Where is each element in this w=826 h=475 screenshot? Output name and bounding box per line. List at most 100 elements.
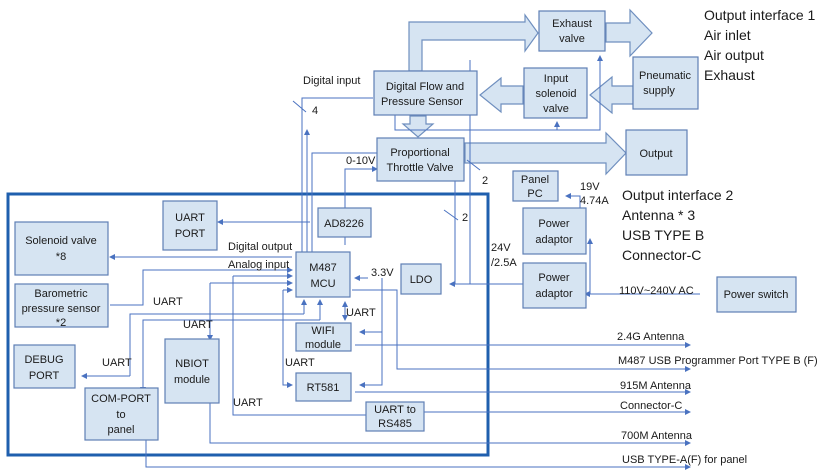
- block-input-solenoid-valve: Input solenoid valve: [523, 67, 588, 119]
- svg-text:Air inlet: Air inlet: [704, 27, 751, 43]
- pipe-solenoid-to-sensor: [479, 76, 524, 114]
- svg-text:Air output: Air output: [704, 47, 764, 63]
- svg-text:MCU: MCU: [310, 278, 335, 290]
- port-700m-antenna: 700M Antenna: [621, 430, 693, 442]
- svg-text:*8: *8: [56, 251, 66, 263]
- label-uart-nbiot: UART: [183, 319, 213, 331]
- svg-text:COM-PORT: COM-PORT: [91, 393, 151, 405]
- svg-text:UART to: UART to: [374, 404, 416, 416]
- svg-text:Pressure Sensor: Pressure Sensor: [381, 96, 463, 108]
- block-ldo: LDO: [400, 263, 442, 295]
- port-connector-c: Connector-C: [620, 400, 682, 412]
- block-com-port: COM-PORT to panel: [84, 387, 159, 441]
- svg-text:PC: PC: [527, 188, 542, 200]
- svg-text:adaptor: adaptor: [535, 288, 573, 300]
- svg-text:PORT: PORT: [175, 228, 206, 240]
- block-debug-port: DEBUG PORT: [13, 344, 76, 389]
- svg-text:Exhaust: Exhaust: [704, 67, 755, 83]
- block-power-switch: Power switch: [716, 276, 797, 313]
- block-output: Output: [625, 129, 688, 176]
- svg-text:AD8226: AD8226: [324, 218, 364, 230]
- svg-text:Antenna * 3: Antenna * 3: [622, 207, 695, 223]
- label-3-3v: 3.3V: [371, 267, 394, 279]
- label-digital-input: Digital input: [303, 75, 360, 87]
- pipe-sensor-to-exhaust: [408, 13, 539, 72]
- label-bus-4: 4: [312, 105, 318, 117]
- svg-text:valve: valve: [543, 103, 569, 115]
- svg-text:LDO: LDO: [410, 274, 433, 286]
- svg-text:Input: Input: [544, 73, 568, 85]
- block-m487-mcu: M487 MCU: [295, 251, 351, 298]
- block-exhaust-valve: Exhaust valve: [538, 10, 606, 52]
- svg-text:Output interface 1: Output interface 1: [704, 7, 816, 23]
- controller-board-frame: [6, 192, 490, 457]
- block-uart-rs485: UART to RS485: [365, 401, 425, 432]
- svg-text:adaptor: adaptor: [535, 234, 573, 246]
- block-uart-port: UART PORT: [162, 200, 218, 251]
- label-analog-input: Analog input: [228, 259, 289, 271]
- svg-text:RS485: RS485: [378, 418, 412, 430]
- svg-text:Solenoid valve: Solenoid valve: [25, 235, 97, 247]
- block-panel-pc: Panel PC: [512, 170, 559, 202]
- port-2-4g-antenna: 2.4G Antenna: [617, 331, 685, 343]
- svg-text:Exhaust: Exhaust: [552, 18, 592, 30]
- pipe-throttle-to-output: [464, 131, 627, 176]
- block-barometric-sensor: Barometric pressure sensor *2: [14, 283, 109, 329]
- svg-text:NBIOT: NBIOT: [175, 358, 209, 370]
- svg-text:pressure sensor: pressure sensor: [22, 303, 101, 315]
- pneumatic-pipes: [401, 8, 653, 176]
- label-0-10v: 0-10V: [346, 155, 376, 167]
- block-power-adaptor-1: Power adaptor: [522, 207, 587, 255]
- svg-text:RT581: RT581: [307, 382, 340, 394]
- svg-text:Barometric: Barometric: [34, 288, 88, 300]
- svg-text:Pneumatic: Pneumatic: [639, 70, 691, 82]
- pipe-supply-to-solenoid: [589, 75, 634, 115]
- label-uart-rs485: UART: [233, 397, 263, 409]
- svg-text:UART: UART: [175, 212, 205, 224]
- svg-text:panel: panel: [108, 424, 135, 436]
- port-usb-type-a: USB TYPE-A(F) for panel: [622, 454, 747, 466]
- svg-text:module: module: [305, 339, 341, 351]
- svg-text:supply: supply: [643, 85, 675, 97]
- signal-wires: [81, 55, 700, 470]
- block-rt581: RT581: [295, 372, 352, 402]
- label-uart-debug: UART: [102, 357, 132, 369]
- label-uart-barometric: UART: [153, 296, 183, 308]
- label-uart-wifi: UART: [346, 307, 376, 319]
- svg-text:solenoid: solenoid: [536, 88, 577, 100]
- port-usb-programmer: M487 USB Programmer Port TYPE B (F): [618, 355, 818, 367]
- svg-text:Output: Output: [639, 148, 672, 160]
- label-24v: 24V: [491, 242, 511, 254]
- label-bus-2b: 2: [462, 212, 468, 224]
- block-ad8226: AD8226: [317, 207, 372, 238]
- svg-text:Panel: Panel: [521, 174, 549, 186]
- svg-text:Power switch: Power switch: [724, 289, 789, 301]
- port-915m-antenna: 915M Antenna: [620, 380, 692, 392]
- svg-text:Digital Flow and: Digital Flow and: [386, 81, 464, 93]
- pipe-exhaust-out: [605, 8, 653, 58]
- output-interface-2: Output interface 2 Antenna * 3 USB TYPE …: [622, 187, 734, 263]
- svg-text:to: to: [116, 409, 125, 421]
- svg-text:valve: valve: [559, 33, 585, 45]
- wire-labels: Digital input 4 0-10V 2 2 19V 4.74A 24V …: [102, 75, 694, 409]
- label-19v: 19V: [580, 181, 600, 193]
- external-ports: 2.4G Antenna M487 USB Programmer Port TY…: [617, 331, 818, 466]
- svg-text:Power: Power: [538, 272, 570, 284]
- label-2-5a: /2.5A: [491, 257, 517, 269]
- svg-text:WIFI: WIFI: [311, 325, 334, 337]
- svg-text:Proportional: Proportional: [390, 147, 449, 159]
- svg-text:M487: M487: [309, 262, 337, 274]
- svg-text:Throttle Valve: Throttle Valve: [386, 162, 453, 174]
- pipe-sensor-to-throttle: [401, 115, 435, 138]
- block-solenoid-valve: Solenoid valve *8: [14, 221, 109, 276]
- block-throttle-valve: Proportional Throttle Valve: [376, 137, 465, 182]
- label-bus-2a: 2: [482, 175, 488, 187]
- block-nbiot-module: NBIOT module: [164, 338, 220, 404]
- svg-text:USB TYPE B: USB TYPE B: [622, 227, 704, 243]
- svg-text:Power: Power: [538, 218, 570, 230]
- label-digital-output: Digital output: [228, 241, 292, 253]
- label-4-74a: 4.74A: [580, 195, 609, 207]
- block-wifi-module: WIFI module: [295, 322, 352, 352]
- svg-text:PORT: PORT: [29, 370, 60, 382]
